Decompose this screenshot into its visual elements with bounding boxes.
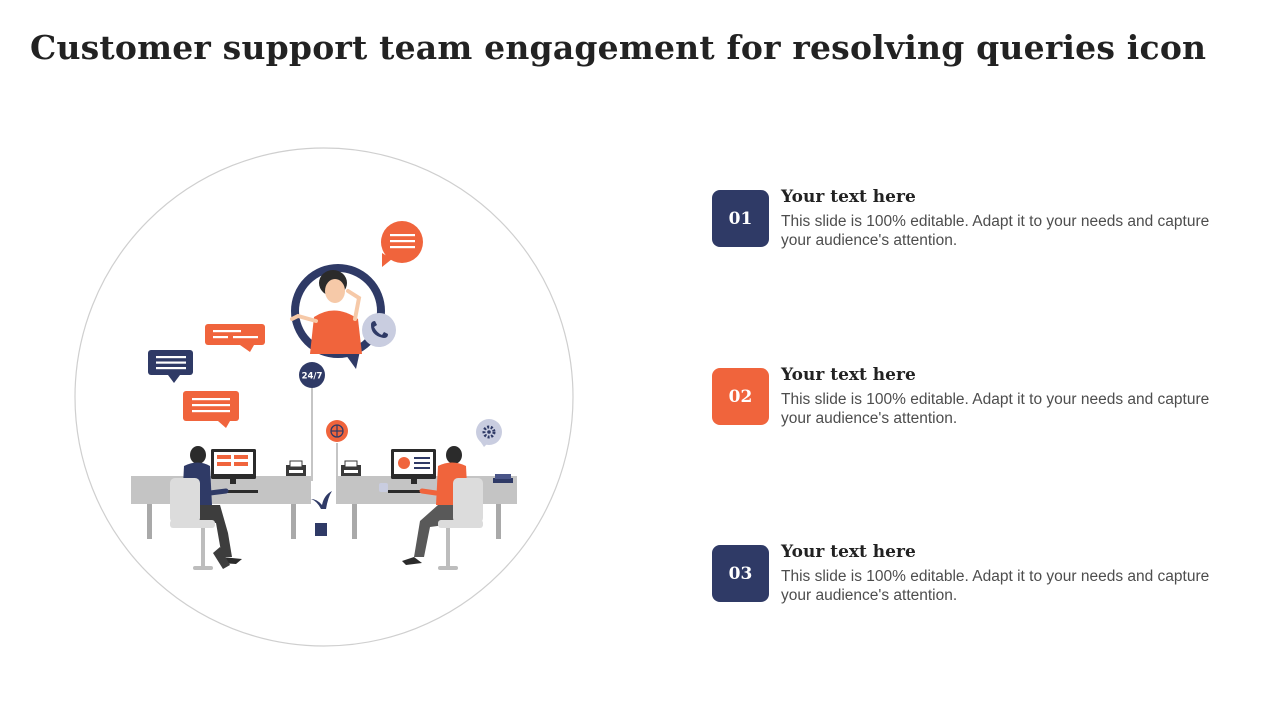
gear-icon <box>476 419 502 447</box>
number-badge-3: 03 <box>712 545 769 602</box>
customer-support-illustration: 24/7 <box>74 147 574 647</box>
chat-bubble-orange-bottom-icon <box>183 391 239 428</box>
chat-bubble-orange-top-icon <box>205 324 265 352</box>
printer-icon-right <box>341 460 361 476</box>
phone-icon <box>362 313 396 347</box>
text-item-1: 01 Your text here This slide is 100% edi… <box>712 187 1242 260</box>
item-body-1: This slide is 100% editable. Adapt it to… <box>781 213 1210 249</box>
right-chair <box>438 478 483 570</box>
support-agent-avatar <box>290 264 385 369</box>
coffee-cup-icon <box>379 483 388 492</box>
chat-bubble-navy-icon <box>148 350 193 383</box>
plant-icon <box>311 491 332 536</box>
item-heading-3: Your text here <box>781 542 916 562</box>
slide-title: Customer support team engagement for res… <box>30 28 1207 67</box>
item-heading-2: Your text here <box>781 365 916 385</box>
left-chair <box>170 478 215 570</box>
badge-247-label: 24/7 <box>302 372 323 382</box>
item-heading-1: Your text here <box>781 187 916 207</box>
chat-bubble-round-icon <box>381 221 423 267</box>
books-icon <box>493 474 513 483</box>
right-monitor <box>388 449 436 493</box>
printer-icon-left <box>286 460 306 476</box>
number-badge-1: 01 <box>712 190 769 247</box>
globe-icon <box>326 420 348 442</box>
left-monitor <box>211 449 258 493</box>
availability-247-badge: 24/7 <box>299 362 325 388</box>
illustration-circle <box>74 147 574 647</box>
item-body-3: This slide is 100% editable. Adapt it to… <box>781 568 1210 604</box>
text-item-3: 03 Your text here This slide is 100% edi… <box>712 542 1242 615</box>
number-badge-2: 02 <box>712 368 769 425</box>
item-body-2: This slide is 100% editable. Adapt it to… <box>781 391 1210 427</box>
text-item-2: 02 Your text here This slide is 100% edi… <box>712 365 1242 438</box>
